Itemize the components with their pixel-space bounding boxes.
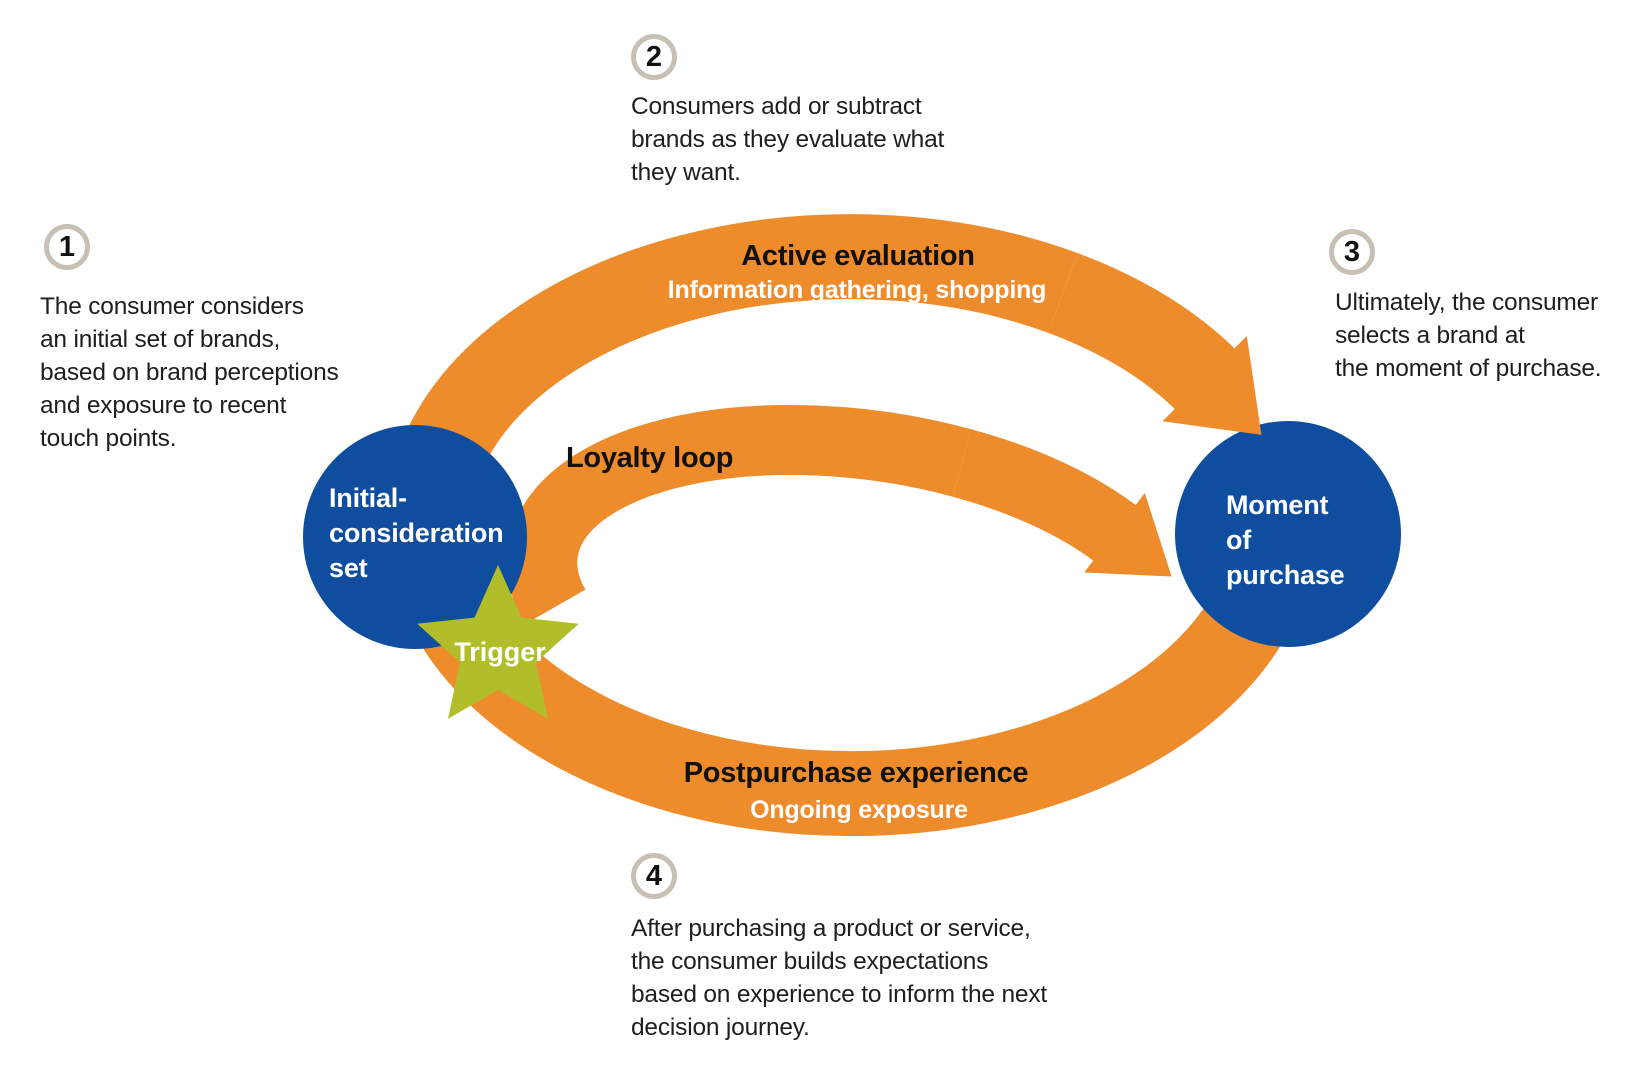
initial-consideration-line: Initial- — [329, 483, 407, 513]
step-1-line: an initial set of brands, — [40, 326, 281, 353]
step-3-text: Ultimately, the consumer selects a brand… — [1335, 286, 1602, 385]
loyalty-loop-arrow-end — [952, 429, 1172, 577]
active-evaluation-top-arc — [402, 214, 1078, 474]
step-2-line: Consumers add or subtract — [631, 93, 922, 120]
initial-consideration-line: consideration — [329, 518, 504, 548]
step-3-number: 3 — [1343, 235, 1361, 268]
step-1-text: The consumer considers an initial set of… — [40, 290, 339, 455]
trigger-label: Trigger — [454, 637, 546, 667]
step-3-line: Ultimately, the consumer — [1335, 289, 1598, 316]
step-2-line: they want. — [631, 159, 741, 186]
moment-of-purchase-circle — [1175, 421, 1401, 647]
initial-consideration-circle — [303, 425, 527, 649]
moment-of-purchase-line: purchase — [1226, 560, 1345, 590]
loyalty-loop-arc — [507, 404, 972, 625]
step-2-number: 2 — [645, 40, 663, 73]
loyalty-loop-label: Loyalty loop — [566, 442, 734, 474]
step-1-line: The consumer considers — [40, 293, 304, 320]
step-1-line: touch points. — [40, 425, 177, 452]
step-1-line: and exposure to recent — [40, 392, 287, 419]
active-evaluation-subtitle: Information gathering, shopping — [667, 276, 1047, 304]
active-evaluation-arrow-end — [1047, 253, 1262, 435]
step-4-line: the consumer builds expectations — [631, 948, 989, 975]
moment-of-purchase-line: Moment — [1226, 490, 1329, 520]
trigger-star — [417, 565, 579, 719]
step-2-text: Consumers add or subtract brands as they… — [631, 90, 944, 189]
step-4-line: based on experience to inform the next — [631, 981, 1047, 1008]
moment-of-purchase-label: Moment of purchase — [1226, 488, 1345, 593]
step-1-line: based on brand perceptions — [40, 359, 339, 386]
step-1-badge: 1 — [44, 224, 90, 270]
step-4-text: After purchasing a product or service, t… — [631, 912, 1047, 1044]
initial-consideration-label: Initial- consideration set — [329, 481, 504, 586]
postpurchase-title: Postpurchase experience — [683, 757, 1029, 789]
step-3-line: the moment of purchase. — [1335, 355, 1602, 382]
step-4-line: decision journey. — [631, 1014, 810, 1041]
step-1-number: 1 — [58, 230, 76, 263]
active-evaluation-title: Active evaluation — [741, 240, 975, 272]
step-2-line: brands as they evaluate what — [631, 126, 945, 153]
step-3-line: selects a brand at — [1335, 322, 1525, 349]
step-4-line: After purchasing a product or service, — [631, 915, 1031, 942]
postpurchase-subtitle: Ongoing exposure — [750, 796, 968, 824]
step-2-badge: 2 — [631, 34, 677, 80]
step-3-badge: 3 — [1329, 229, 1375, 275]
moment-of-purchase-line: of — [1226, 525, 1252, 555]
step-4-number: 4 — [645, 859, 663, 892]
initial-consideration-line: set — [329, 553, 368, 583]
step-4-badge: 4 — [631, 853, 677, 899]
